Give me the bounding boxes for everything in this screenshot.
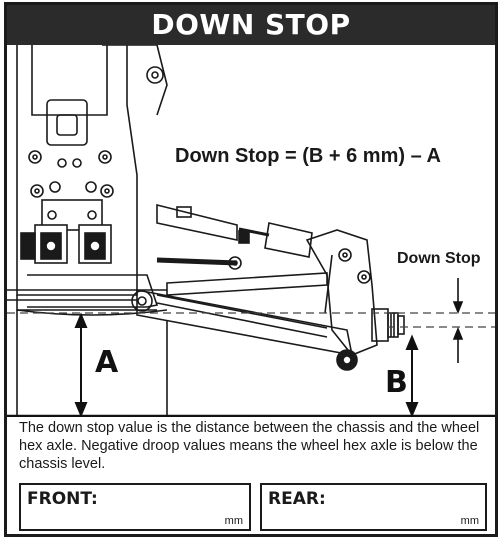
down-stop-formula: Down Stop = (B + 6 mm) – A — [175, 145, 441, 167]
front-label: FRONT: — [27, 489, 98, 509]
rear-label: REAR: — [268, 489, 326, 509]
suspension-illustration: Down Stop = (B + 6 mm) – A Down Stop A B — [7, 44, 495, 418]
front-value-field[interactable]: FRONT: mm — [19, 483, 251, 531]
rear-unit: mm — [460, 515, 479, 527]
description-text: The down stop value is the distance betw… — [19, 420, 480, 472]
front-unit: mm — [224, 515, 243, 527]
rear-value-field[interactable]: REAR: mm — [260, 483, 487, 531]
page-title: DOWN STOP — [7, 5, 495, 45]
suspension-drawing — [7, 44, 495, 418]
down-stop-label: Down Stop — [397, 250, 481, 267]
dimension-b-label: B — [385, 365, 408, 400]
dimension-a-label: A — [95, 345, 119, 380]
down-stop-card: DOWN STOP — [4, 2, 498, 537]
